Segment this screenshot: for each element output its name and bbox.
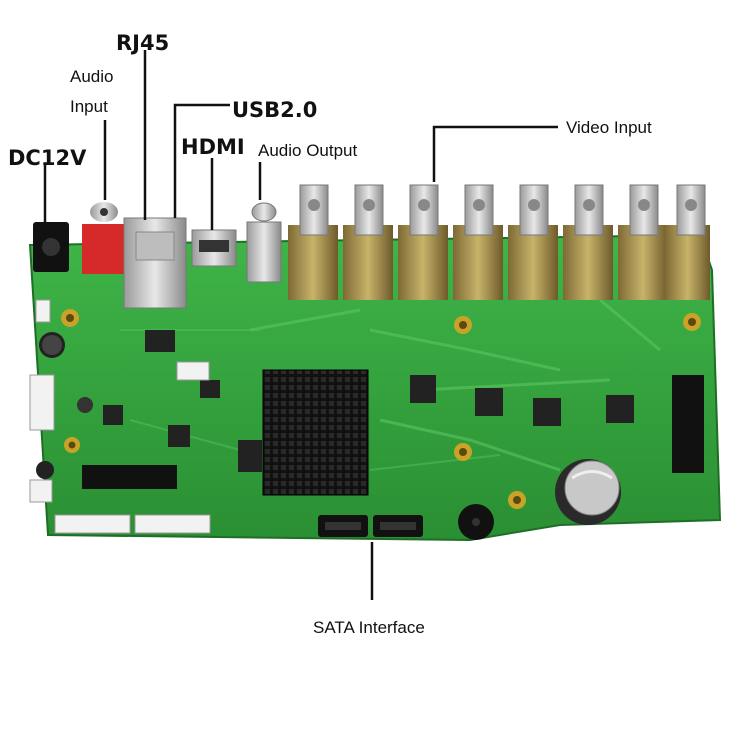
usb-label: USB2.0 — [232, 98, 317, 122]
hdmi-port — [191, 229, 237, 267]
bnc-connector-6 — [563, 184, 613, 300]
side-connectors — [29, 299, 210, 503]
hdmi-label: HDMI — [181, 135, 245, 159]
rj45-label: RJ45 — [116, 31, 169, 55]
coin-battery — [555, 459, 621, 525]
dc12v-label: DC12V — [8, 146, 87, 170]
audio-output-jack — [246, 202, 282, 283]
bottom-connectors — [54, 514, 211, 534]
labels: RJ45 Audio Input USB2.0 HDMI Audio Outpu… — [8, 31, 652, 637]
video-input-label: Video Input — [566, 118, 652, 137]
bnc-connector-1 — [288, 184, 338, 300]
bnc-connector-2 — [343, 184, 393, 300]
sata-label: SATA Interface — [313, 618, 425, 637]
buzzer — [458, 504, 494, 540]
bnc-connector-4 — [453, 184, 503, 300]
sata-ports — [318, 515, 423, 537]
pcb-board — [28, 233, 722, 542]
audio-input-label-line1: Audio — [70, 67, 113, 86]
bnc-connector-3 — [398, 184, 448, 300]
dc12v-jack — [33, 222, 69, 272]
audio-input-jack — [82, 202, 126, 274]
leader-lines — [43, 50, 558, 600]
bnc-connector-7 — [618, 184, 668, 300]
mounting-holes — [61, 309, 701, 509]
chips — [103, 330, 634, 472]
video-input-leader — [432, 125, 558, 182]
audio-input-label-line2: Input — [70, 97, 108, 116]
video-input-connectors — [288, 184, 710, 300]
rj45-port — [123, 217, 187, 309]
heatsink — [262, 369, 369, 496]
capacitors — [36, 332, 93, 479]
audio-output-label: Audio Output — [258, 141, 358, 160]
bnc-connector-5 — [508, 184, 558, 300]
usb-leader — [173, 103, 230, 218]
pin-headers — [82, 375, 704, 489]
bnc-connector-8 — [665, 184, 710, 300]
